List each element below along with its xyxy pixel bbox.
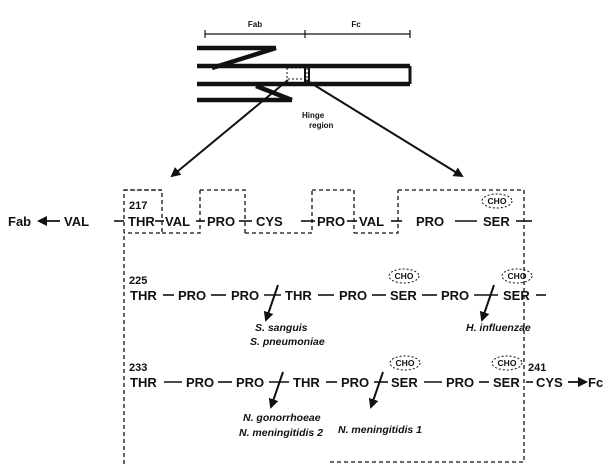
- hinge-label-line1: Hinge: [302, 111, 325, 120]
- residue-num-217: 217: [129, 200, 147, 212]
- cho-oval: [491, 355, 523, 371]
- fc-label: Fc: [588, 375, 603, 390]
- cho-label: CHO: [508, 271, 527, 281]
- residue-thr-225: THR: [130, 288, 157, 303]
- residue-thr: THR: [293, 375, 320, 390]
- residue-ser: SER: [503, 288, 530, 303]
- expansion-arrow-left: [170, 79, 289, 178]
- hinge-label-line2: region: [309, 121, 334, 130]
- cleavage-arrow-meningitidis-1: [368, 371, 384, 409]
- cho-label: CHO: [488, 196, 507, 206]
- residue-pro: PRO: [207, 214, 235, 229]
- organism-label: N. gonorrhoeae: [243, 412, 321, 424]
- expansion-arrow-right: [305, 79, 464, 178]
- organism-label: S. pneumoniae: [250, 336, 325, 348]
- residue-pro: PRO: [231, 288, 259, 303]
- antibody-schematic: [197, 30, 412, 103]
- residue-num-241: 241: [528, 362, 546, 374]
- organism-label: S. sanguis: [255, 322, 308, 334]
- fc-header-label: Fc: [351, 20, 361, 29]
- cho-label: CHO: [498, 358, 517, 368]
- residue-pro: PRO: [236, 375, 264, 390]
- residue-pro: PRO: [416, 214, 444, 229]
- residue-pro: PRO: [178, 288, 206, 303]
- cho-label: CHO: [396, 358, 415, 368]
- cho-label: CHO: [395, 271, 414, 281]
- fab-header-label: Fab: [248, 20, 262, 29]
- residue-ser: SER: [390, 288, 417, 303]
- residue-ser: SER: [483, 214, 510, 229]
- cleavage-arrow-sanguis: [263, 284, 279, 322]
- cho-oval: [481, 193, 513, 209]
- residue-pro: PRO: [186, 375, 214, 390]
- residue-num-225: 225: [129, 275, 147, 287]
- organism-label: N. meningitidis 2: [239, 427, 323, 439]
- residue-thr: THR: [285, 288, 312, 303]
- cleavage-arrow-influenzae: [479, 284, 495, 322]
- organism-label: H. influenzae: [466, 322, 531, 334]
- residue-thr-217: THR: [128, 214, 155, 229]
- organism-label: N. meningitidis 1: [338, 424, 422, 436]
- residue-thr-233: THR: [130, 375, 157, 390]
- residue-pro: PRO: [339, 288, 367, 303]
- residue-val: VAL: [165, 214, 190, 229]
- residue-num-233: 233: [129, 362, 147, 374]
- residue-val: VAL: [64, 214, 89, 229]
- region-boxes: [123, 189, 525, 464]
- residue-pro: PRO: [341, 375, 369, 390]
- residue-ser: SER: [493, 375, 520, 390]
- residue-cys-241: CYS: [536, 375, 563, 390]
- residue-val: VAL: [359, 214, 384, 229]
- cho-oval: [389, 355, 421, 371]
- residue-pro: PRO: [446, 375, 474, 390]
- residue-pro: PRO: [441, 288, 469, 303]
- fab-label: Fab: [8, 214, 31, 229]
- cho-oval: [388, 268, 420, 284]
- cleavage-arrow-gonorrhoeae: [268, 371, 284, 409]
- residue-pro: PRO: [317, 214, 345, 229]
- cho-oval: [501, 268, 533, 284]
- residue-cys: CYS: [256, 214, 283, 229]
- residue-ser: SER: [391, 375, 418, 390]
